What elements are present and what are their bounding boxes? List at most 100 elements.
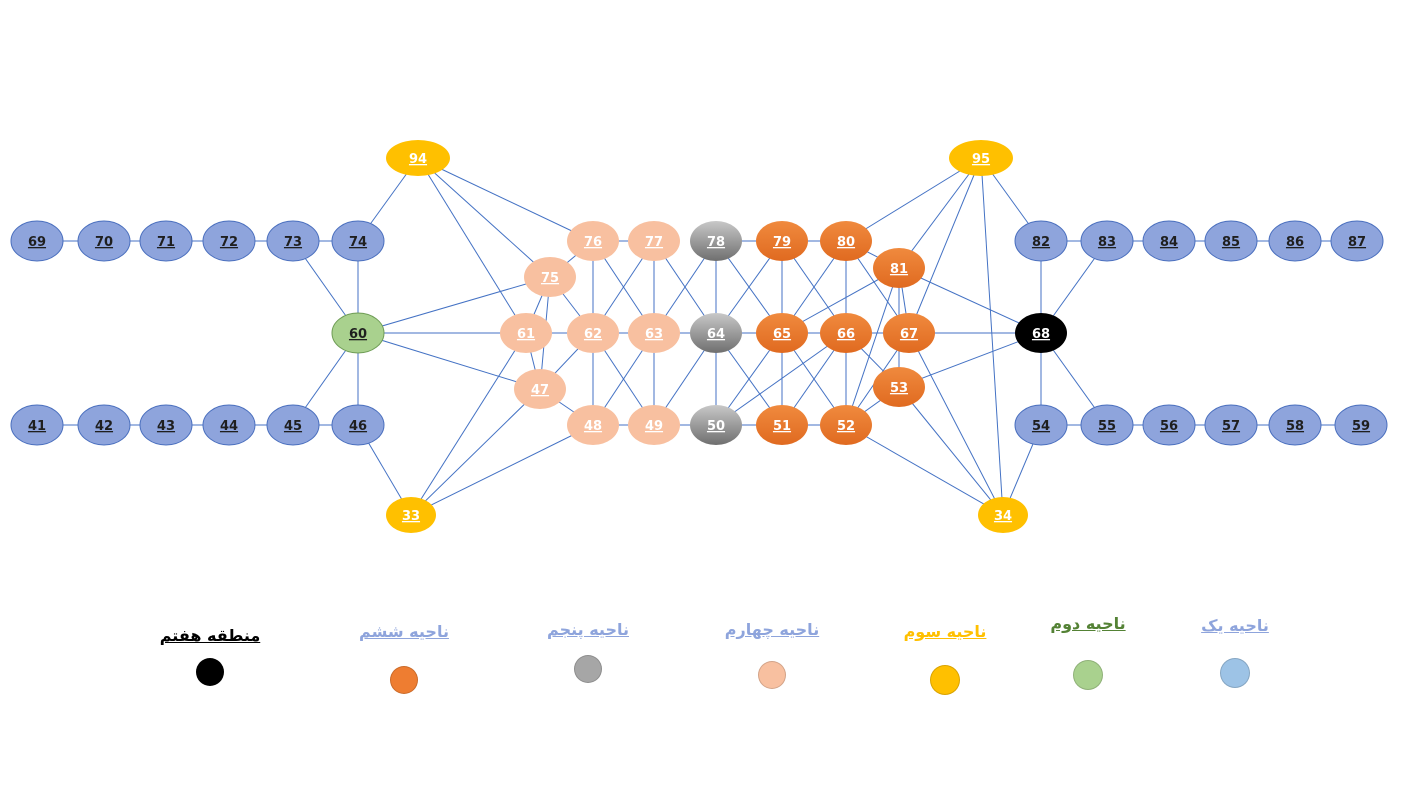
node-label: 57 — [1222, 419, 1240, 434]
node-53: 53 — [873, 367, 925, 407]
node-shape — [978, 497, 1028, 533]
node-shape — [873, 367, 925, 407]
node-label: 62 — [584, 327, 602, 342]
node-55: 55 — [1080, 404, 1134, 446]
node-shape — [139, 404, 193, 446]
legend-dot — [930, 665, 960, 695]
node-76: 76 — [567, 221, 619, 261]
node-84: 84 — [1142, 220, 1196, 262]
node-shape — [1330, 220, 1384, 262]
node-67: 67 — [883, 313, 935, 353]
node-label: 77 — [645, 235, 663, 250]
edge-81-52 — [845, 267, 900, 426]
node-label: 55 — [1098, 419, 1116, 434]
node-shape — [756, 313, 808, 353]
edge-81-95 — [898, 157, 982, 269]
node-label: 85 — [1222, 235, 1240, 250]
node-label: 76 — [584, 235, 602, 250]
node-label: 72 — [220, 235, 238, 250]
node-shape — [567, 405, 619, 445]
legend-dot — [1220, 658, 1250, 688]
node-shape — [331, 404, 385, 446]
node-44: 44 — [202, 404, 256, 446]
node-50: 50 — [690, 405, 742, 445]
edge-67-34 — [908, 332, 1004, 516]
node-label: 63 — [645, 327, 663, 342]
node-62: 62 — [567, 313, 619, 353]
node-shape — [628, 221, 680, 261]
node-label: 94 — [409, 152, 427, 167]
edge-33-47 — [410, 388, 541, 516]
node-label: 84 — [1160, 235, 1178, 250]
node-shape — [820, 405, 872, 445]
node-label: 61 — [517, 327, 535, 342]
node-shape — [10, 404, 64, 446]
node-shape — [883, 313, 935, 353]
node-41: 41 — [10, 404, 64, 446]
node-label: 54 — [1032, 419, 1050, 434]
node-label: 73 — [284, 235, 302, 250]
node-82: 82 — [1014, 220, 1068, 262]
node-80: 80 — [820, 221, 872, 261]
node-label: 79 — [773, 235, 791, 250]
edge-94-76 — [417, 157, 594, 242]
node-label: 58 — [1286, 419, 1304, 434]
node-59: 59 — [1334, 404, 1388, 446]
node-label: 66 — [837, 327, 855, 342]
node-shape — [1014, 220, 1068, 262]
edge-60-47 — [357, 332, 541, 390]
node-60: 60 — [331, 312, 385, 354]
node-shape — [1142, 220, 1196, 262]
node-34: 34 — [978, 497, 1028, 533]
node-label: 68 — [1032, 327, 1050, 342]
node-label: 81 — [890, 262, 908, 277]
node-51: 51 — [756, 405, 808, 445]
node-shape — [690, 405, 742, 445]
node-label: 53 — [890, 381, 908, 396]
node-label: 67 — [900, 327, 918, 342]
node-70: 70 — [77, 220, 131, 262]
node-label: 70 — [95, 235, 113, 250]
node-54: 54 — [1014, 404, 1068, 446]
edge-53-34 — [898, 386, 1004, 516]
node-label: 49 — [645, 419, 663, 434]
node-shape — [266, 404, 320, 446]
node-shape — [331, 312, 385, 354]
node-shape — [690, 313, 742, 353]
node-shape — [1080, 404, 1134, 446]
edge-94-61 — [417, 157, 527, 334]
node-shape — [567, 313, 619, 353]
node-81: 81 — [873, 248, 925, 288]
node-label: 65 — [773, 327, 791, 342]
node-shape — [331, 220, 385, 262]
legend-dot — [574, 655, 602, 683]
node-shape — [77, 220, 131, 262]
node-label: 56 — [1160, 419, 1178, 434]
node-shape — [1015, 313, 1067, 353]
node-52: 52 — [820, 405, 872, 445]
node-33: 33 — [386, 497, 436, 533]
node-label: 45 — [284, 419, 302, 434]
edge-67-95 — [908, 157, 982, 334]
node-label: 82 — [1032, 235, 1050, 250]
node-43: 43 — [139, 404, 193, 446]
node-shape — [820, 221, 872, 261]
node-shape — [202, 404, 256, 446]
edge-81-68 — [898, 267, 1042, 334]
legend-dot — [758, 661, 786, 689]
node-label: 34 — [994, 509, 1012, 524]
node-shape — [690, 221, 742, 261]
node-label: 95 — [972, 152, 990, 167]
legend-dot — [390, 666, 418, 694]
node-label: 60 — [349, 327, 367, 342]
node-label: 52 — [837, 419, 855, 434]
node-label: 87 — [1348, 235, 1366, 250]
node-shape — [386, 497, 436, 533]
node-label: 64 — [707, 327, 725, 342]
node-86: 86 — [1268, 220, 1322, 262]
node-label: 71 — [157, 235, 175, 250]
node-label: 44 — [220, 419, 238, 434]
node-shape — [949, 140, 1013, 176]
node-shape — [567, 221, 619, 261]
